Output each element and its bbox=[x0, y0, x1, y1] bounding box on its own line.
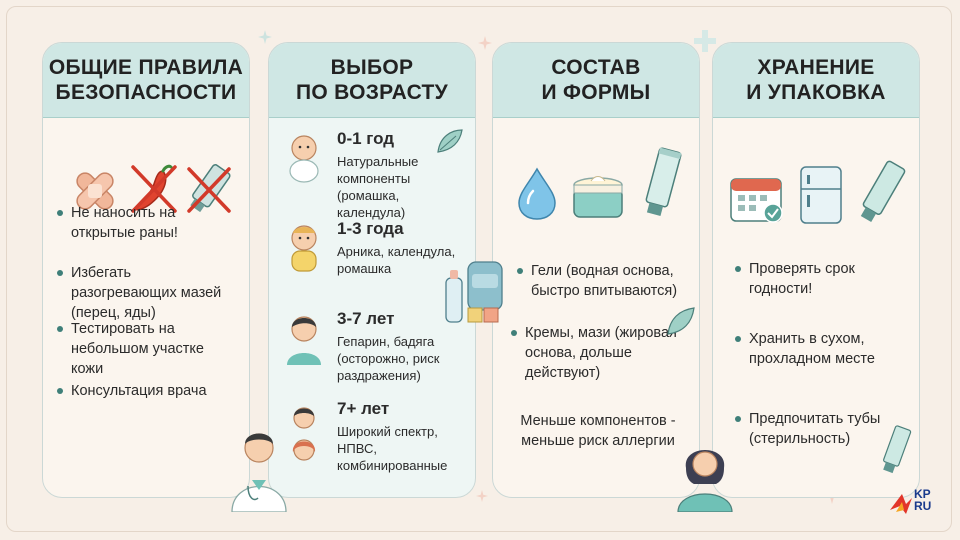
card-header: ВЫБОР ПО ВОЗРАСТУ bbox=[269, 43, 475, 118]
age-description: Натуральные компоненты (ромашка, календу… bbox=[337, 154, 419, 220]
age-description: Гепарин, бадяга (осторожно, риск раздраж… bbox=[337, 334, 440, 383]
logo-line-1: KP bbox=[914, 487, 931, 501]
toddler-icon bbox=[291, 225, 317, 272]
age-description: Арника, календула, ромашка bbox=[337, 244, 456, 276]
age-title: 7+ лет bbox=[337, 399, 390, 418]
age-title: 0-1 год bbox=[337, 129, 395, 148]
kids-icon bbox=[292, 407, 316, 461]
bird-logo-icon bbox=[890, 494, 912, 514]
baby-items-icon bbox=[445, 261, 503, 323]
bullet-item: Предпочитать тубы (стерильность) bbox=[735, 409, 909, 449]
tube-icon bbox=[883, 425, 912, 474]
doctor-icon bbox=[231, 433, 287, 512]
leaf-icon bbox=[437, 129, 463, 153]
sparkle-icon bbox=[258, 30, 272, 44]
card-title: ОБЩИЕ ПРАВИЛА БЕЗОПАСНОСТИ bbox=[48, 56, 244, 104]
bullet-item: Консультация врача bbox=[57, 381, 239, 401]
bullet-item: Хранить в сухом, прохладном месте bbox=[735, 329, 909, 369]
water-drop-icon bbox=[518, 167, 556, 220]
bandage-crossed-icon bbox=[76, 172, 114, 210]
tube-icon bbox=[860, 160, 906, 222]
leaf-icon bbox=[667, 307, 695, 335]
card-composition-forms: СОСТАВ И ФОРМЫ Гели (водная основа, быст… bbox=[492, 42, 700, 498]
plus-icon bbox=[694, 30, 716, 52]
card-header: ОБЩИЕ ПРАВИЛА БЕЗОПАСНОСТИ bbox=[43, 43, 249, 118]
fridge-icon bbox=[800, 166, 842, 224]
page-frame bbox=[6, 6, 952, 532]
card-title: ВЫБОР ПО ВОЗРАСТУ bbox=[295, 56, 449, 104]
bullet-item: Проверять срок годности! bbox=[735, 259, 909, 299]
age-group-0-1: 0-1 год Натуральные компоненты (ромашка,… bbox=[281, 129, 469, 220]
bullet-item: Избегать разогревающих мазей (перец, яды… bbox=[57, 263, 239, 323]
card-age-selection: ВЫБОР ПО ВОЗРАСТУ 0-1 год Натуральные ко… bbox=[268, 42, 476, 498]
icons-row bbox=[713, 133, 919, 224]
card-header: СОСТАВ И ФОРМЫ bbox=[493, 43, 699, 118]
sparkle-icon bbox=[478, 36, 492, 50]
calendar-check-icon bbox=[730, 178, 783, 223]
age-group-1-3: 1-3 года Арника, календула, ромашка bbox=[281, 219, 469, 295]
card-storage-packaging: ХРАНЕНИЕ И УПАКОВКА Проверять срок годно… bbox=[712, 42, 920, 498]
sparkle-icon bbox=[476, 490, 488, 502]
bullet-item: Тестировать на небольшом участке кожи bbox=[57, 319, 239, 379]
note-text: Меньше компонентов - меньше риск аллерги… bbox=[520, 413, 676, 449]
tube-crossed-icon bbox=[187, 164, 231, 213]
age-group-7-plus: 7+ лет Широкий спектр, НПВС, комбинирова… bbox=[281, 399, 469, 475]
child-icon bbox=[287, 316, 321, 365]
age-group-3-7: 3-7 лет Гепарин, бадяга (осторожно, риск… bbox=[281, 309, 469, 385]
age-title: 1-3 года bbox=[337, 219, 404, 238]
ointment-tube-icon bbox=[645, 147, 682, 216]
icons-row bbox=[493, 133, 699, 223]
age-title: 3-7 лет bbox=[337, 309, 395, 328]
icons-row bbox=[43, 133, 249, 223]
cream-jar-icon bbox=[573, 176, 623, 218]
card-safety-rules: ОБЩИЕ ПРАВИЛА БЕЗОПАСНОСТИ Не наносить н… bbox=[42, 42, 250, 498]
bullet-item: Гели (водная основа, быстро впитываются) bbox=[517, 261, 689, 301]
age-description: Широкий спектр, НПВС, комбинированные bbox=[337, 424, 448, 473]
bullet-item: Не наносить на открытые раны! bbox=[57, 203, 239, 243]
card-title: ХРАНЕНИЕ И УПАКОВКА bbox=[746, 56, 886, 104]
pepper-crossed-icon bbox=[131, 164, 177, 213]
logo-line-2: RU bbox=[914, 499, 932, 513]
card-title: СОСТАВ И ФОРМЫ bbox=[541, 56, 651, 104]
bullet-item: Кремы, мази (жировая основа, дольше дейс… bbox=[511, 323, 689, 383]
card-header: ХРАНЕНИЕ И УПАКОВКА bbox=[713, 43, 919, 118]
kp-ru-logo: KP RU bbox=[888, 488, 948, 518]
woman-icon bbox=[677, 450, 733, 512]
baby-icon bbox=[289, 135, 319, 183]
